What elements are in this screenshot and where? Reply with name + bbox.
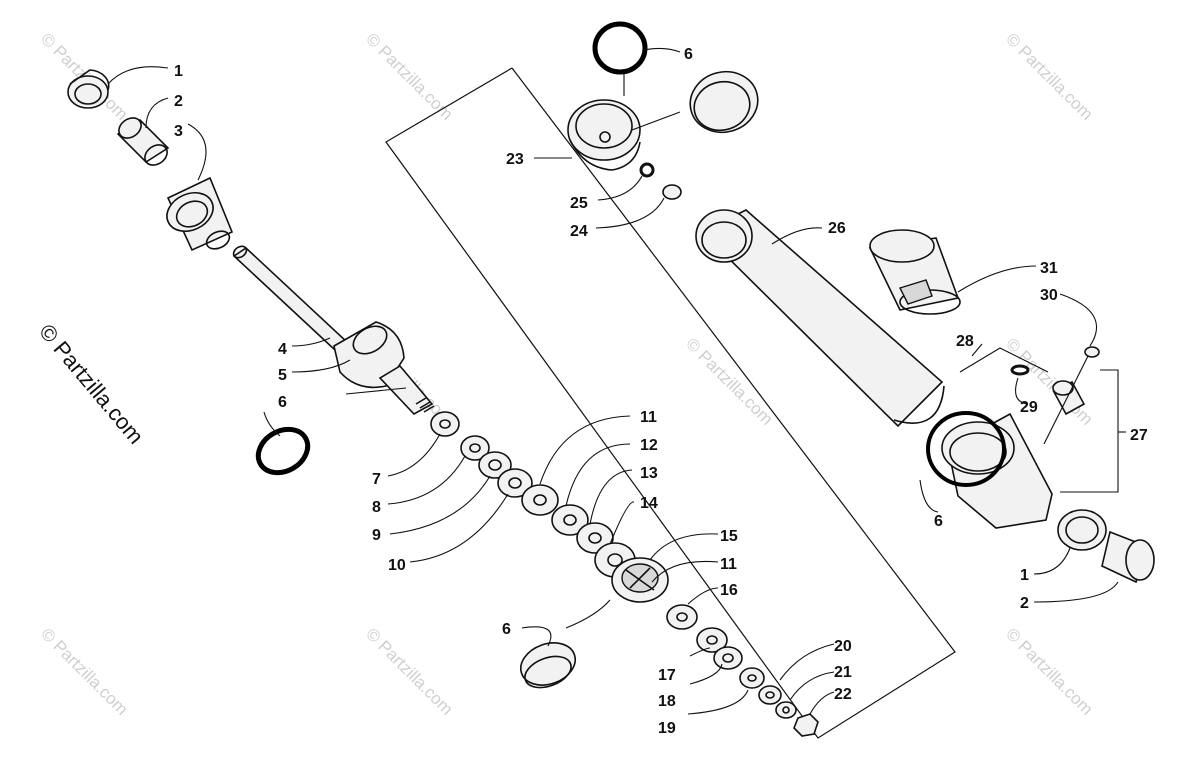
callout-8: 8 — [372, 499, 381, 516]
callout-26: 26 — [828, 220, 846, 237]
callout-6: 6 — [502, 621, 511, 638]
callout-24: 24 — [570, 223, 588, 240]
watermark: © Partzilla.com — [362, 29, 456, 123]
watermark: © Partzilla.com — [1002, 334, 1096, 428]
part-bushing-bottom-right — [1057, 509, 1155, 584]
callout-9: 9 — [372, 527, 381, 544]
callout-19: 19 — [658, 720, 676, 737]
leader-lines — [107, 47, 1126, 715]
watermark: © Partzilla.com — [682, 334, 776, 428]
watermark: © Partzilla.com — [37, 624, 131, 718]
callout-31: 31 — [1040, 260, 1058, 277]
callout-4: 4 — [278, 341, 287, 358]
callout-11: 11 — [640, 409, 657, 426]
callout-20: 20 — [834, 638, 852, 655]
callout-21: 21 — [834, 664, 852, 681]
part-o-ring-right — [926, 411, 1006, 487]
part-eyelet-cap — [166, 176, 234, 252]
callout-labels: 1 2 3 4 5 6 6 7 8 9 10 11 12 13 14 15 11… — [174, 46, 1148, 737]
part-o-ring-top — [592, 21, 648, 75]
copyright-text: © Partzilla.com — [34, 319, 148, 449]
part-sleeve-top-left — [116, 117, 170, 166]
assembly-frame — [385, 67, 956, 739]
part-bleed-screw — [639, 162, 682, 200]
part-bushing-top-left — [67, 69, 110, 109]
watermark: © Partzilla.com — [362, 624, 456, 718]
watermark: © Partzilla.com — [1002, 624, 1096, 718]
part-shim-stack-lower — [666, 604, 819, 737]
callout-1: 1 — [174, 63, 183, 80]
callout-7: 7 — [372, 471, 381, 488]
callout-27: 27 — [1130, 427, 1148, 444]
callout-30: 30 — [1040, 287, 1058, 304]
watermark: © Partzilla.com — [1002, 29, 1096, 123]
callout-13: 13 — [640, 465, 658, 482]
part-o-ring-left — [255, 426, 311, 476]
part-reservoir-cap — [567, 99, 641, 171]
callout-2: 2 — [174, 93, 183, 110]
callout-29: 29 — [1020, 399, 1038, 416]
callout-6: 6 — [278, 394, 287, 411]
part-shaft-assembly — [232, 245, 435, 416]
callout-22: 22 — [834, 686, 852, 703]
callout-2: 2 — [1020, 595, 1029, 612]
callout-17: 17 — [658, 667, 676, 684]
callout-6: 6 — [934, 513, 943, 530]
callout-15: 15 — [720, 528, 738, 545]
callout-23: 23 — [506, 151, 524, 168]
callout-3: 3 — [174, 123, 183, 140]
callout-1: 1 — [1020, 567, 1029, 584]
part-damper-sleeve — [868, 229, 961, 315]
callout-16: 16 — [720, 582, 738, 599]
part-wear-band-top — [689, 70, 759, 134]
callout-10: 10 — [388, 557, 406, 574]
part-reservoir-body — [926, 411, 1053, 529]
callout-12: 12 — [640, 437, 658, 454]
callout-6: 6 — [684, 46, 693, 63]
part-shim-stack-upper — [430, 411, 636, 578]
callout-14: 14 — [640, 495, 658, 512]
callout-11: 11 — [720, 556, 737, 573]
part-valve-assembly — [1010, 346, 1119, 493]
watermark-group: © Partzilla.com © Partzilla.com © Partzi… — [37, 29, 1096, 718]
part-wear-band-bottom — [520, 642, 576, 689]
callout-18: 18 — [658, 693, 676, 710]
callout-28: 28 — [956, 333, 974, 350]
callout-25: 25 — [570, 195, 588, 212]
callout-5: 5 — [278, 367, 287, 384]
part-reservoir-tube — [695, 209, 945, 428]
part-piston — [611, 557, 669, 603]
